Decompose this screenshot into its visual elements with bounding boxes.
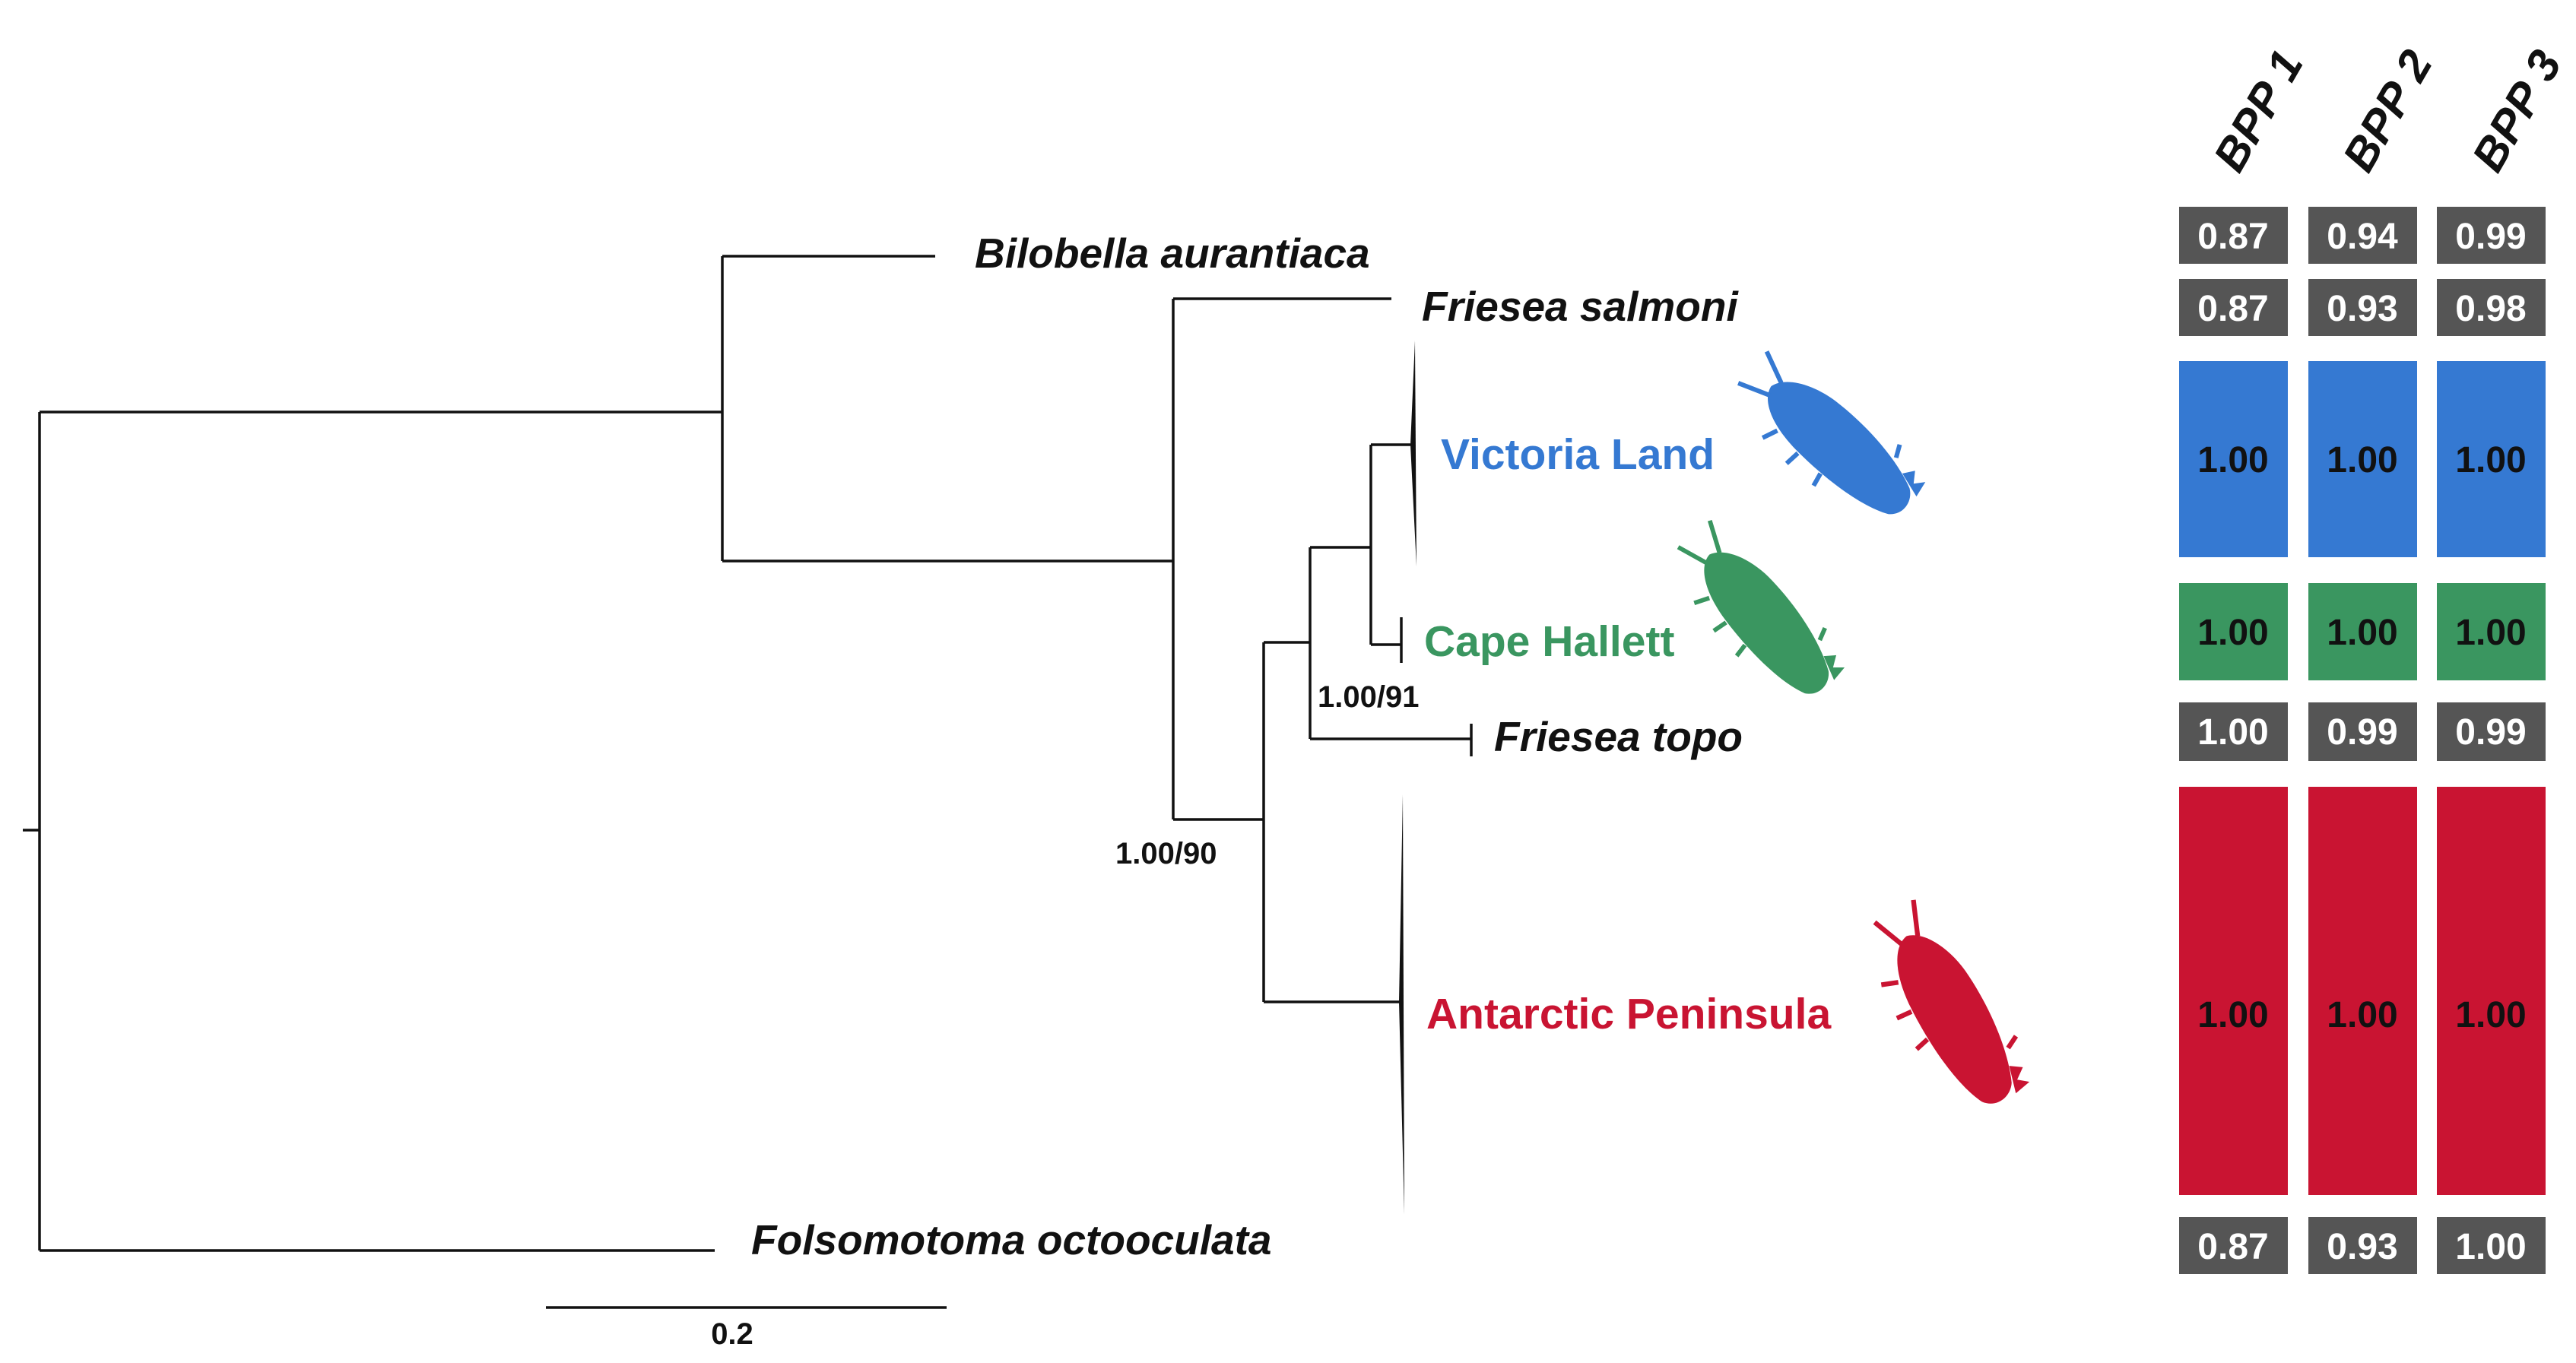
- bpp-cell: [2437, 1217, 2546, 1274]
- bpp-cell-value: 0.87: [2197, 217, 2268, 257]
- bpp-cell-value: 0.93: [2327, 289, 2397, 329]
- bpp-cell: [2437, 702, 2546, 761]
- tree-branches: [23, 255, 1473, 1252]
- springtail-icon-hallett: [1677, 519, 1845, 694]
- bpp-cell: [2437, 279, 2546, 336]
- bpp-cell: [2437, 787, 2546, 1195]
- bpp-cell: [2437, 361, 2546, 557]
- bpp-table: 0.87 0.94 0.99 0.87 0.93 0.98 1.00 1.00 …: [2179, 207, 2546, 1274]
- wedge-victoria: [1410, 341, 1416, 566]
- bpp-header-3: BPP 3: [2462, 42, 2571, 180]
- support-vl-ch-topo: 1.00/91: [1318, 680, 1419, 714]
- bpp-cell-value: 0.99: [2327, 712, 2397, 753]
- bpp-row: 0.87 0.94 0.99: [2179, 207, 2546, 264]
- bpp-cell-value: 1.00: [2197, 995, 2268, 1035]
- bpp-cell: [2179, 279, 2288, 336]
- bpp-cell: [2308, 361, 2417, 557]
- bpp-row: 0.87 0.93 1.00: [2179, 1217, 2546, 1274]
- bpp-cell: [2308, 1217, 2417, 1274]
- bpp-cell-value: 0.93: [2327, 1227, 2397, 1267]
- wedge-peninsula: [1399, 794, 1404, 1214]
- clade-antarctic-peninsula: Antarctic Peninsula: [1426, 990, 1832, 1038]
- bpp-cell-value: 1.00: [2455, 613, 2526, 653]
- bpp-cell: [2308, 787, 2417, 1195]
- springtail-icon-peninsula: [1873, 899, 2030, 1104]
- bpp-cell-value: 0.99: [2455, 217, 2526, 257]
- bpp-row: 1.00 0.99 0.99: [2179, 702, 2546, 761]
- bpp-row: 1.00 1.00 1.00: [2179, 583, 2546, 680]
- bpp-cell: [2308, 279, 2417, 336]
- bpp-cell-value: 0.87: [2197, 289, 2268, 329]
- bpp-cell-value: 1.00: [2327, 440, 2397, 480]
- bpp-cell-value: 1.00: [2327, 613, 2397, 653]
- scale-bar-label: 0.2: [711, 1317, 753, 1351]
- bpp-cell: [2179, 207, 2288, 264]
- bpp-header-1: BPP 1: [2203, 42, 2313, 180]
- bpp-cell-value: 0.87: [2197, 1227, 2268, 1267]
- bpp-cell: [2308, 583, 2417, 680]
- bpp-cell: [2308, 207, 2417, 264]
- clade-victoria-land: Victoria Land: [1441, 430, 1715, 479]
- bpp-cell: [2437, 207, 2546, 264]
- bpp-cell-value: 0.94: [2327, 217, 2398, 257]
- bpp-cell-value: 0.98: [2455, 289, 2526, 329]
- support-main-clade: 1.00/90: [1115, 837, 1217, 870]
- bpp-cell-value: 1.00: [2197, 712, 2268, 753]
- bpp-cell-value: 1.00: [2197, 613, 2268, 653]
- bpp-row: 0.87 0.93 0.98: [2179, 279, 2546, 336]
- bpp-cell: [2437, 583, 2546, 680]
- bpp-row: 1.00 1.00 1.00: [2179, 787, 2546, 1195]
- bpp-cell-value: 1.00: [2327, 995, 2397, 1035]
- clade-cape-hallett: Cape Hallett: [1424, 617, 1674, 666]
- bpp-cell: [2179, 787, 2288, 1195]
- springtail-icon-victoria: [1737, 350, 1926, 515]
- bpp-cell-value: 1.00: [2455, 995, 2526, 1035]
- taxon-salmoni: Friesea salmoni: [1422, 283, 1739, 330]
- bpp-cell: [2179, 702, 2288, 761]
- bpp-cell-value: 1.00: [2455, 1227, 2526, 1267]
- bpp-header-2: BPP 2: [2333, 42, 2442, 180]
- bpp-cell: [2179, 361, 2288, 557]
- bpp-cell-value: 1.00: [2197, 440, 2268, 480]
- taxon-topo: Friesea topo: [1494, 713, 1743, 760]
- bpp-cell: [2308, 702, 2417, 761]
- bpp-row: 1.00 1.00 1.00: [2179, 361, 2546, 557]
- taxon-bilobella: Bilobella aurantiaca: [975, 230, 1370, 277]
- bpp-cell-value: 1.00: [2455, 440, 2526, 480]
- bpp-cell-value: 0.99: [2455, 712, 2526, 753]
- bpp-cell: [2179, 583, 2288, 680]
- bpp-cell: [2179, 1217, 2288, 1274]
- taxon-folsomotoma: Folsomotoma octooculata: [751, 1216, 1272, 1263]
